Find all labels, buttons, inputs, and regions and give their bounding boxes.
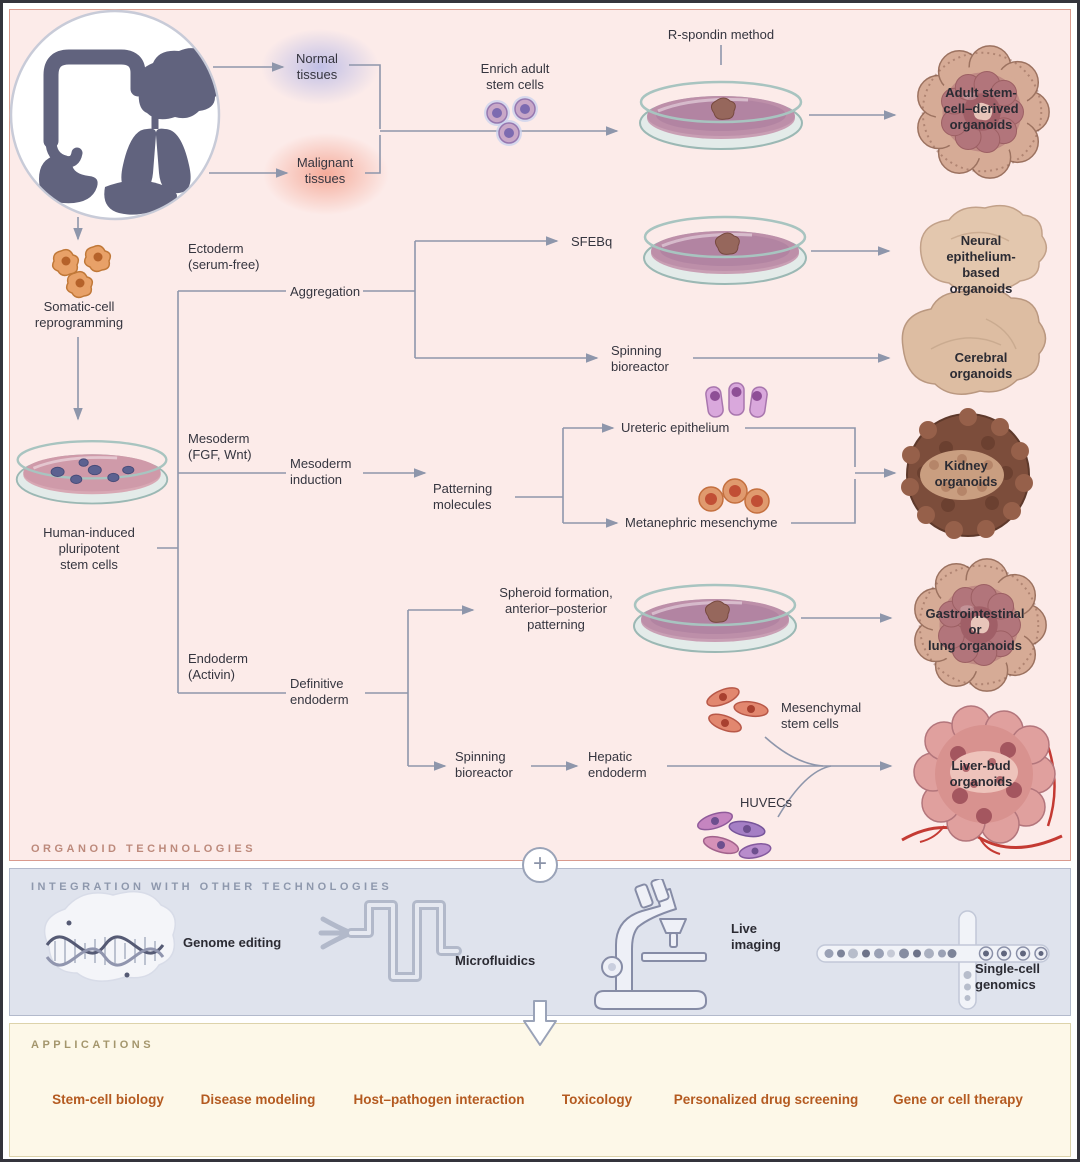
single-cell-genomics-icon	[816, 910, 1050, 1010]
flow-arrows	[73, 45, 897, 818]
somatic-cells-icon	[51, 244, 112, 299]
cerebral-organoids-label: Cerebral organoids	[949, 350, 1013, 381]
application-stem-cell-biology: Stem-cell biology	[52, 1092, 164, 1107]
live-imaging-icon	[594, 879, 707, 1010]
single-cell-genomics-label: Single-cell genomics	[975, 961, 1041, 992]
spheroid-dish-icon	[630, 574, 800, 659]
kidney-organoids-label: Kidney organoids	[934, 458, 998, 489]
integration-section-title: INTEGRATION WITH OTHER TECHNOLOGIES	[31, 881, 393, 893]
huvec-cells-icon	[696, 811, 772, 859]
organoid-section-title: ORGANOID TECHNOLOGIES	[31, 843, 257, 855]
neural-organoids-label: Neural epithelium- based organoids	[946, 233, 1016, 296]
down-arrow-icon	[523, 1000, 557, 1046]
liver-organoids-label: Liver-bud organoids	[949, 758, 1013, 789]
application-toxicology: Toxicology	[561, 1092, 633, 1107]
sfebq-dish-icon	[640, 206, 810, 291]
adult-stem-cells-icon	[484, 96, 538, 146]
applications-section-title: APPLICATIONS	[31, 1039, 155, 1051]
hepatic-endoderm-label: Hepatic endoderm	[588, 749, 647, 780]
application-drug-screening: Personalized drug screening	[673, 1092, 859, 1107]
normal-tissues-label: Normal tissues	[296, 51, 338, 82]
kidney-organoid-icon	[901, 408, 1033, 539]
rspondin-dish-icon	[636, 71, 806, 156]
spinning-bioreactor-endo-label: Spinning bioreactor	[455, 749, 513, 780]
malignant-tissues-label: Malignant tissues	[296, 155, 354, 186]
aggregation-label: Aggregation	[290, 284, 361, 299]
ureteric-epithelium-label: Ureteric epithelium	[621, 420, 730, 435]
ectoderm-label: Ectoderm (serum-free)	[188, 241, 260, 272]
connector-lines	[73, 45, 897, 818]
rspondin-method-label: R-spondin method	[667, 27, 775, 42]
metanephric-mesenchyme-label: Metanephric mesenchyme	[625, 515, 778, 530]
liver-bud-organoid-icon	[901, 705, 1063, 855]
mesoderm-label: Mesoderm (FGF, Wnt)	[188, 431, 252, 462]
live-imaging-label: Live imaging	[731, 921, 781, 952]
neural-cerebral-organoid-icon	[901, 204, 1048, 395]
mesenchymal-stem-cells-icon	[706, 687, 769, 733]
gi-organoids-label: Gastrointestinal or lung organoids	[925, 606, 1025, 653]
microfluidics-label: Microfluidics	[455, 953, 536, 968]
hipsc-label: Human-induced pluripotent stem cells	[43, 525, 135, 572]
enrich-stem-cells-label: Enrich adult stem cells	[480, 61, 550, 92]
application-gene-cell-therapy: Gene or cell therapy	[893, 1092, 1023, 1107]
definitive-endoderm-label: Definitive endoderm	[290, 676, 349, 707]
microfluidics-icon	[318, 900, 462, 982]
ipsc-dish-icon	[13, 431, 171, 510]
adult-organoids-label: Adult stem- cell–derived organoids	[943, 85, 1019, 132]
huvecs-label: HUVECs	[740, 795, 793, 810]
msc-label: Mesenchymal stem cells	[781, 700, 862, 731]
metanephric-cells-icon	[698, 478, 770, 514]
organ-sources-icon	[9, 9, 221, 221]
application-disease-modeling: Disease modeling	[200, 1092, 316, 1107]
spheroid-formation-label: Spheroid formation, anterior–posterior p…	[499, 585, 613, 632]
patterning-molecules-label: Patterning molecules	[433, 481, 493, 512]
sfebq-label: SFEBq	[571, 234, 613, 249]
somatic-reprogramming-label: Somatic-cell reprogramming	[34, 299, 124, 330]
genome-editing-label: Genome editing	[183, 935, 282, 950]
ureteric-cells-icon	[705, 382, 768, 418]
plus-icon: +	[522, 847, 558, 883]
mesoderm-induction-label: Mesoderm induction	[290, 456, 352, 487]
spinning-bioreactor-ecto-label: Spinning bioreactor	[611, 343, 669, 374]
genome-editing-icon	[43, 890, 176, 982]
application-host-pathogen: Host–pathogen interaction	[353, 1092, 525, 1107]
integration-section	[9, 868, 1071, 1016]
endoderm-label: Endoderm (Activin)	[188, 651, 248, 682]
